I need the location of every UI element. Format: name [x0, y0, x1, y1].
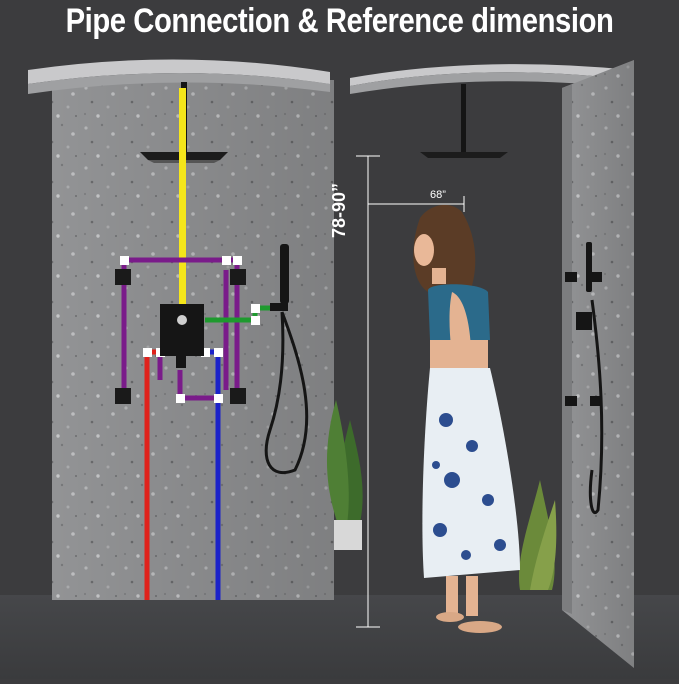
woman-figure-icon	[413, 204, 520, 633]
plant-icon	[326, 400, 363, 550]
body-jets	[115, 269, 246, 404]
height-dimension-label: 78-90”	[329, 182, 350, 239]
body-jet-icon	[565, 396, 577, 406]
body-jet-icon	[115, 388, 131, 404]
body-jet-icon	[230, 269, 246, 285]
right-ceiling-slab	[350, 64, 632, 86]
left-ceiling-slab	[28, 59, 330, 84]
mixer-valve-icon	[160, 304, 204, 368]
body-jet-icon	[230, 388, 246, 404]
width-dimension-label: 68”	[430, 189, 446, 201]
pipe-diagram	[120, 88, 275, 600]
pipe-top-shower	[179, 88, 186, 304]
mixer-valve-icon	[576, 312, 592, 330]
body-jet-icon	[590, 272, 602, 282]
right-wall-fixtures	[565, 242, 604, 514]
hand-shower-icon	[264, 244, 309, 474]
right-shower-enclosure	[350, 60, 634, 668]
plant-icon	[519, 480, 557, 590]
pipe-body-jets	[121, 257, 240, 401]
rain-shower-head-icon	[420, 84, 508, 158]
body-jet-icon	[590, 396, 602, 406]
page-title: Pipe Connection & Reference dimension	[65, 2, 614, 40]
hand-shower-icon	[586, 242, 592, 292]
body-jet-icon	[565, 272, 577, 282]
body-jet-icon	[115, 269, 131, 285]
pipe-hand-shower	[205, 305, 275, 323]
dimension-lines	[356, 155, 465, 628]
